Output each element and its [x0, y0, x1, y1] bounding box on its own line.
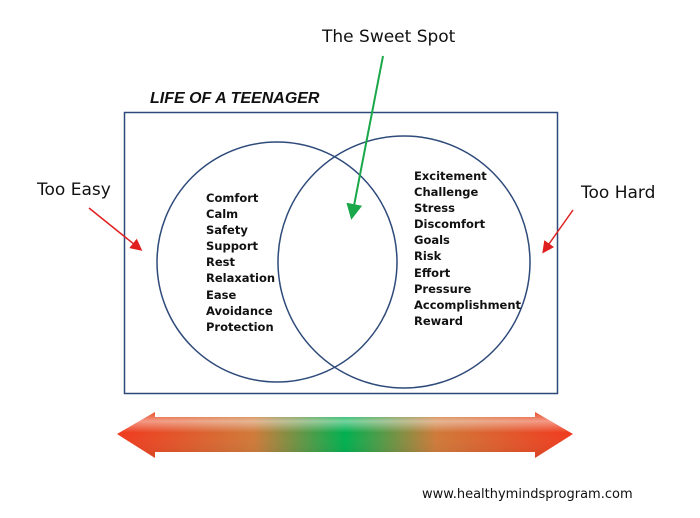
too-easy-arrow [88, 207, 143, 251]
list-item: Goals [414, 233, 450, 248]
too-hard-label: Too Hard [581, 183, 656, 203]
list-item: Calm [206, 207, 239, 222]
diagram-title: LIFE OF A TEENAGER [150, 90, 320, 107]
list-item: Rest [206, 255, 235, 270]
sweet-spot-arrow [346, 55, 384, 220]
list-item: Protection [206, 319, 274, 334]
too-hard-arrow [542, 209, 574, 254]
challenge-circle [277, 135, 531, 389]
list-item: Excitement [414, 169, 487, 183]
comfort-circle [156, 141, 398, 383]
website-url: www.healthymindsprogram.com [422, 487, 633, 502]
too-easy-label: Too Easy [37, 180, 111, 200]
list-item: Comfort [206, 191, 259, 205]
comfort-list: Comfort Calm Safety Support Rest Relaxat… [206, 190, 275, 335]
list-item: Avoidance [206, 303, 273, 318]
list-item: Stress [414, 201, 455, 216]
list-item: Reward [414, 313, 463, 328]
list-item: Discomfort [414, 217, 486, 232]
list-item: Risk [414, 249, 442, 264]
list-item: Effort [414, 265, 451, 280]
list-item: Ease [206, 287, 237, 302]
list-item: Accomplishment [414, 297, 522, 312]
list-item: Support [206, 239, 259, 254]
life-frame [123, 111, 559, 395]
list-item: Challenge [414, 185, 479, 200]
list-item: Pressure [414, 281, 472, 296]
sweet-spot-label: The Sweet Spot [322, 27, 456, 47]
list-item: Relaxation [206, 271, 276, 286]
challenge-list: Excitement Challenge Stress Discomfort G… [414, 168, 521, 329]
difficulty-spectrum-arrow [117, 412, 573, 458]
list-item: Safety [206, 223, 248, 238]
